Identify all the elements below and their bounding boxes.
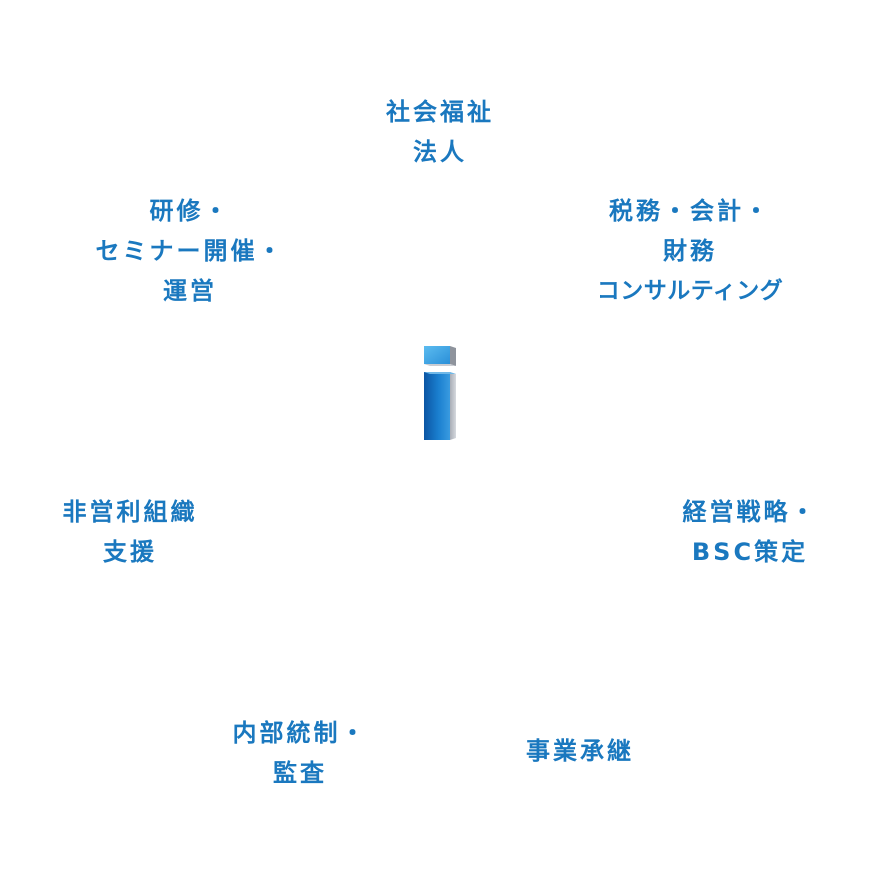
service-management-strategy-bsc: 経営戦略・ BSC策定	[640, 492, 860, 572]
service-label-line: コンサルティング	[596, 278, 784, 304]
letter-i-logo-icon	[420, 344, 460, 442]
service-nonprofit-support: 非営利組織 支援	[20, 492, 240, 572]
service-label-line: 財務	[663, 237, 717, 265]
service-label-line: セミナー開催・	[95, 237, 285, 265]
service-label-line: 法人	[413, 138, 467, 166]
service-label-line: 非営利組織	[62, 498, 198, 526]
service-label-line: 税務・会計・	[609, 197, 771, 225]
service-label-line: 経営戦略・	[682, 498, 818, 526]
service-training-seminars: 研修・ セミナー開催・ 運営	[60, 191, 320, 311]
service-label-line: 社会福祉	[386, 98, 494, 126]
service-label-line: 支援	[103, 538, 157, 566]
service-label-line: 監査	[273, 759, 327, 787]
service-internal-control-audit: 内部統制・ 監査	[190, 713, 410, 793]
service-social-welfare-corporation: 社会福祉 法人	[330, 92, 550, 172]
service-label-line: 内部統制・	[232, 719, 368, 747]
service-label-line: 事業承継	[526, 737, 634, 765]
service-business-succession: 事業承継	[480, 731, 680, 771]
service-label-line: 研修・	[149, 197, 231, 225]
service-label-line: BSC策定	[691, 538, 809, 566]
service-tax-accounting-finance: 税務・会計・ 財務 コンサルティング	[570, 191, 810, 311]
service-label-line: 運営	[163, 277, 217, 305]
